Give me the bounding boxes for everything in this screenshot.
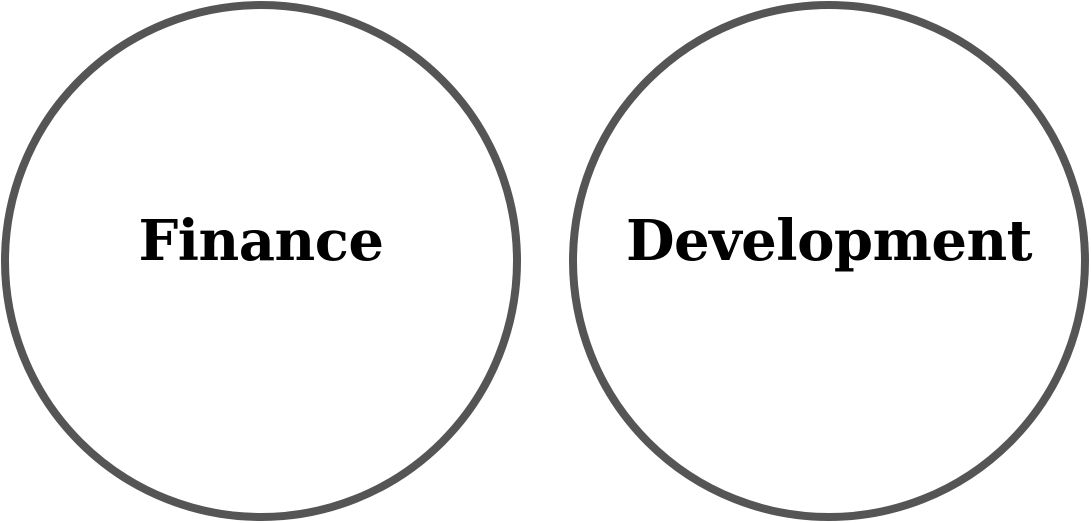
finance-label: Finance <box>138 208 384 274</box>
development-label: Development <box>625 208 1033 274</box>
finance-circle: Finance <box>1 1 521 521</box>
development-circle: Development <box>569 1 1089 521</box>
